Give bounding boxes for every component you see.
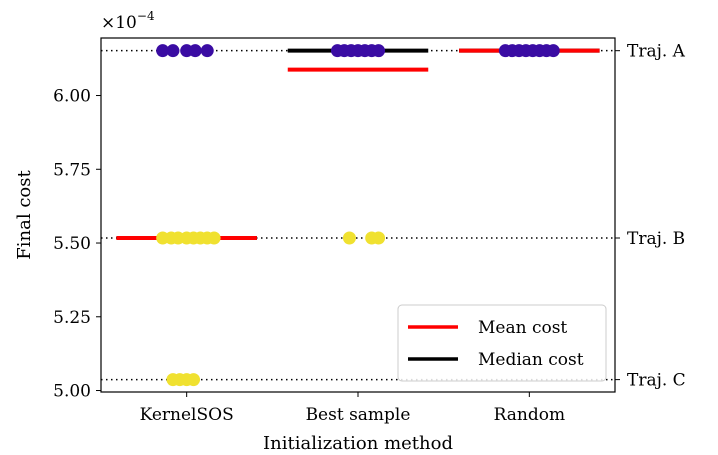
y-tick-label-2: 5.50 bbox=[53, 234, 91, 254]
reference-labels: Traj. A Traj. B Traj. C bbox=[627, 42, 686, 391]
reference-label-0: Traj. A bbox=[627, 42, 686, 62]
data-point-0-1 bbox=[166, 44, 180, 58]
stat-lines bbox=[116, 48, 600, 241]
y-tick-label-0: 5.00 bbox=[53, 382, 91, 402]
x-axis-label: Initialization method bbox=[263, 433, 453, 454]
x-tick-label-1: Best sample bbox=[306, 405, 411, 425]
legend-box bbox=[397, 304, 607, 382]
data-point-4-2 bbox=[372, 231, 386, 245]
data-point-1-7 bbox=[207, 231, 221, 245]
data-point-0-0 bbox=[156, 44, 170, 58]
y-axis-label: Final cost bbox=[14, 170, 35, 260]
legend-median-label: Median cost bbox=[478, 350, 584, 370]
y-axis-ticks: 5.00 5.25 5.50 5.75 6.00 bbox=[53, 87, 101, 402]
data-point-3-6 bbox=[372, 44, 386, 58]
y-tick-label-4: 6.00 bbox=[53, 87, 91, 107]
x-tick-label-2: Random bbox=[494, 405, 566, 425]
data-point-0-3 bbox=[188, 44, 202, 58]
legend-mean-label: Mean cost bbox=[478, 318, 567, 338]
data-point-4-0 bbox=[342, 231, 356, 245]
y-tick-label-1: 5.25 bbox=[53, 308, 91, 328]
legend: Mean cost Median cost bbox=[397, 304, 607, 382]
x-axis-ticks: KernelSOS Best sample Random bbox=[140, 392, 565, 425]
y-tick-label-3: 5.75 bbox=[53, 160, 91, 180]
reference-label-2: Traj. C bbox=[627, 371, 686, 391]
data-point-5-7 bbox=[546, 44, 560, 58]
x-tick-label-0: KernelSOS bbox=[140, 405, 234, 425]
y-axis-multiplier: ×10−4 bbox=[101, 9, 155, 33]
reference-label-1: Traj. B bbox=[627, 229, 685, 249]
data-points bbox=[156, 44, 560, 387]
data-point-2-3 bbox=[187, 373, 201, 387]
data-point-0-4 bbox=[200, 44, 214, 58]
